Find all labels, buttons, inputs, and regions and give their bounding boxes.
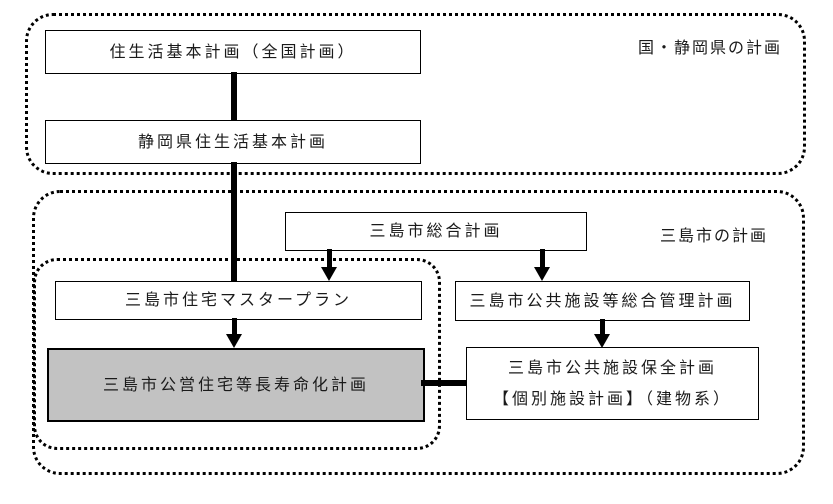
housing-plans-subgroup xyxy=(33,258,441,450)
arrow-shaft xyxy=(599,319,605,335)
box-city-housing-master-plan-label: 三島市住宅マスタープラン xyxy=(124,290,353,310)
connector-prefecture-to-housing-master xyxy=(231,162,237,282)
box-city-comprehensive-plan-label: 三島市総合計画 xyxy=(369,221,503,241)
national-plans-group-label: 国・静岡県の計画 xyxy=(637,38,782,57)
box-city-public-facility-preservation-plan-line1: 三島市公共施設保全計画 xyxy=(507,358,717,378)
box-city-public-housing-longevity-plan-label: 三島市公営住宅等長寿命化計画 xyxy=(102,374,369,394)
box-city-public-facility-preservation-plan: 三島市公共施設保全計画 【個別施設計画】（建物系） xyxy=(466,347,759,420)
box-national-housing-plan-label: 住生活基本計画（全国計画） xyxy=(109,41,357,61)
arrow-shaft xyxy=(326,249,332,268)
box-city-public-housing-longevity-plan: 三島市公営住宅等長寿命化計画 xyxy=(47,348,425,422)
arrow-shaft xyxy=(231,318,237,335)
arrow-head xyxy=(226,334,242,348)
box-city-public-facility-management-plan: 三島市公共施設等総合管理計画 xyxy=(455,281,750,321)
arrow-comprehensive-to-facility-management xyxy=(534,249,550,281)
box-national-housing-plan: 住生活基本計画（全国計画） xyxy=(45,30,421,74)
arrow-housing-master-to-longevity xyxy=(226,318,242,348)
box-city-housing-master-plan: 三島市住宅マスタープラン xyxy=(55,281,422,320)
arrow-comprehensive-to-housing-master xyxy=(321,249,337,281)
box-prefecture-housing-plan-label: 静岡県住生活基本計画 xyxy=(137,131,328,151)
connector-national-to-prefecture xyxy=(231,72,237,120)
box-city-public-facility-preservation-plan-line2: 【個別施設計画】（建物系） xyxy=(492,388,732,408)
arrow-head xyxy=(321,267,337,281)
arrow-shaft xyxy=(539,249,545,268)
box-city-public-facility-management-plan-label: 三島市公共施設等総合管理計画 xyxy=(469,290,736,310)
national-plans-group xyxy=(25,13,806,175)
box-city-comprehensive-plan: 三島市総合計画 xyxy=(285,212,587,251)
connector-longevity-to-preservation xyxy=(421,380,466,386)
arrow-head xyxy=(534,267,550,281)
city-plans-group-label: 三島市の計画 xyxy=(659,226,768,245)
arrow-head xyxy=(594,334,610,348)
box-prefecture-housing-plan: 静岡県住生活基本計画 xyxy=(45,120,421,164)
arrow-facility-management-to-preservation xyxy=(594,319,610,348)
